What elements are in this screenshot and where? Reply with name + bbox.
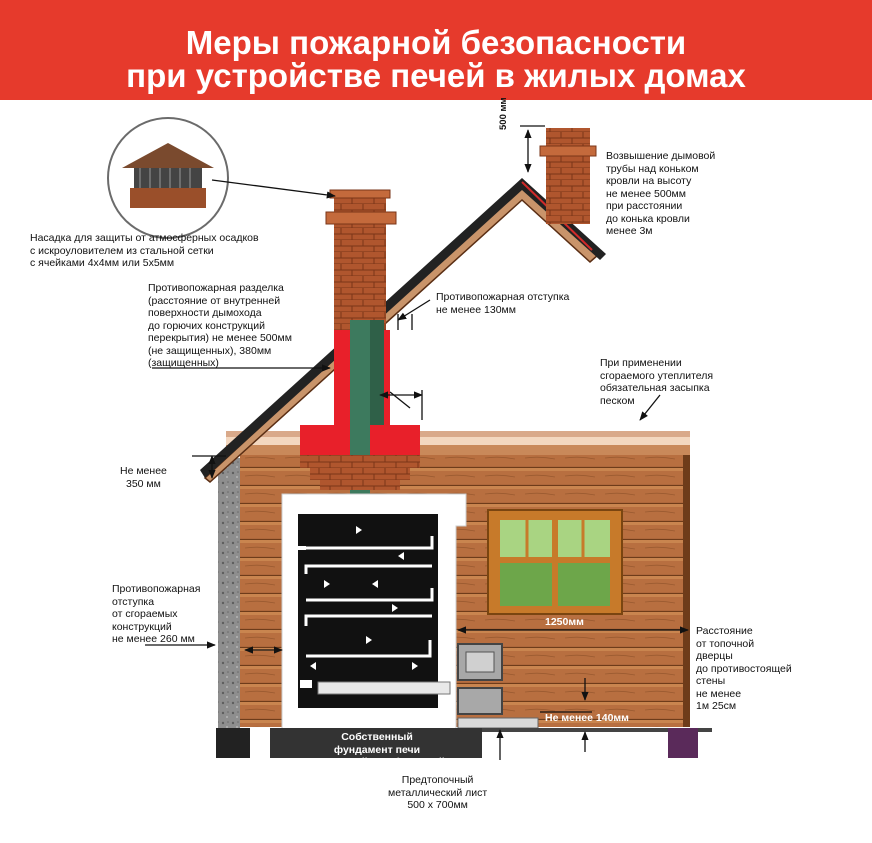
insulation-label: При применении сгораемого утеплителя обя… (600, 357, 714, 407)
dim-500-label: 500 мм (498, 97, 509, 130)
roof-offset-label: Противопожарная отступка не менее 130мм (436, 291, 570, 316)
ridge-chimney-collar (539, 145, 597, 157)
page-title-line-2: при устройстве печей в жилых домах (126, 57, 746, 94)
flue-channels (304, 536, 434, 658)
metal-sheet-label: Предтопочный металлический лист 500 х 70… (388, 774, 488, 811)
dim-1250-label: 1250мм (545, 616, 584, 628)
foundation-label: Собственный фундамент печи кирпичный или… (309, 731, 445, 768)
chimney-cap (329, 189, 391, 199)
flow-arrows (310, 526, 418, 670)
house-foundation-right (668, 728, 698, 758)
chimney-collar (325, 211, 397, 225)
ridge-chimney (546, 128, 590, 224)
window (487, 509, 623, 615)
ash-pit-grate (317, 681, 451, 695)
page-title-line-1: Меры пожарной безопасности (185, 24, 687, 61)
ceiling-top (226, 431, 690, 437)
title-banner: Меры пожарной безопасности при устройств… (0, 0, 872, 100)
chimney-height-label: Возвышение дымовой трубы над коньком кро… (606, 150, 716, 237)
door-distance-label: Расстояние от топочной дверцы до противо… (696, 625, 792, 712)
spark-cap-illustration (107, 117, 229, 239)
spark-cap-label: Насадка для защиты от атмосферных осадко… (30, 232, 259, 269)
metal-sheet (457, 717, 539, 729)
right-wall-post (683, 455, 690, 727)
stove-foundation (270, 728, 482, 758)
stove-interior (298, 514, 438, 708)
house-foundation-left (216, 728, 250, 758)
ceiling-sand (226, 437, 690, 445)
ash-door (457, 687, 503, 715)
fire-cut-label: Противопожарная разделка (расстояние от … (148, 282, 292, 369)
side-offset-label: Противопожарная отступка от сгораемых ко… (112, 583, 201, 645)
ceiling-beam (226, 445, 690, 455)
floor-line (482, 728, 712, 732)
stove-top-steps (300, 455, 420, 490)
min-350-label: Не менее 350 мм (120, 465, 167, 490)
min-140-label: Не менее 140мм (545, 712, 629, 724)
flue-inner (370, 320, 384, 425)
stone-wall (218, 458, 240, 728)
